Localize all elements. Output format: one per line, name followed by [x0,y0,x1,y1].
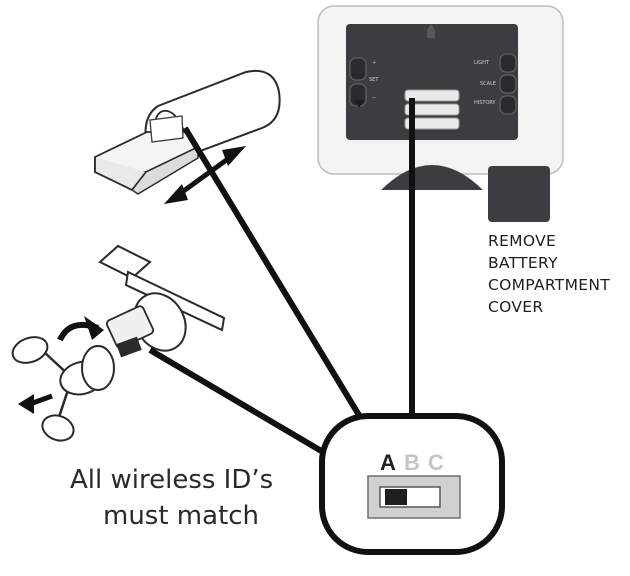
battery-1 [404,89,460,102]
history-button-shape [499,95,517,115]
switch-label-a: A [380,450,396,475]
switch-label-b: B [404,450,420,475]
connector-line-sensor [148,347,342,465]
rotate-arrow-head [84,316,104,340]
battery-2 [404,103,460,116]
sensor-port [116,336,142,358]
transmitter-unit [94,70,281,195]
slide-double-arrow-icon [164,146,246,204]
console-label-minus: − [372,95,376,101]
plus-button-shape [349,57,367,81]
light-button-shape [499,53,517,73]
arrow-down-icon [354,100,364,108]
battery-stack [404,89,460,130]
console-hook-icon [427,24,435,38]
left-arrow-shaft [29,393,53,407]
note-line-2: BATTERY [488,254,558,272]
console-label-history: HISTORY [474,100,497,106]
anemometer-cap [81,345,115,391]
wind-vane-tail [98,244,152,280]
caption-line-2: must match [103,501,260,531]
caption-line-1: All wireless ID’s [70,465,274,495]
battery-slot [149,115,184,143]
left-arrow-icon [18,394,34,414]
console-unit: + SET − LIGHT SCALE HISTORY [317,5,564,190]
anemometer-cup-1 [11,336,49,364]
switch-label-c: C [428,450,444,475]
console-label-plus: + [372,60,376,66]
console-stand [381,165,483,190]
note-line-4: COVER [488,298,544,316]
battery-cover [488,166,550,222]
console-label-light: LIGHT [474,60,490,66]
scale-button-shape [499,74,517,94]
note-line-3: COMPARTMENT [488,276,610,294]
switch-knob [385,489,407,505]
console-label-scale: SCALE [480,81,496,87]
sensor-suite [11,244,226,442]
connector-line-transmitter [182,126,371,432]
anemometer-cup-2 [41,414,75,442]
battery-3 [404,117,460,130]
note-line-1: REMOVE [488,232,557,250]
console-label-set: SET [369,77,379,83]
console-back-panel [346,24,518,140]
